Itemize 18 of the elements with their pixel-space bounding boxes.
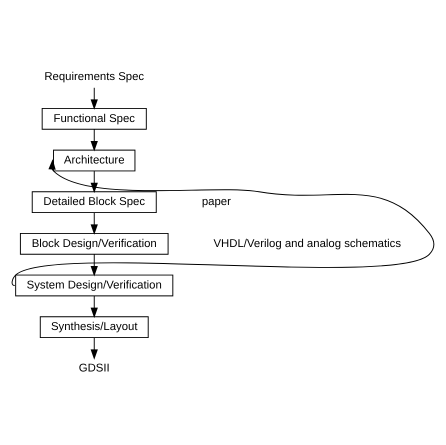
node-box: Synthesis/Layout [40, 316, 149, 338]
label: VHDL/Verilog and analog schematics [213, 237, 402, 250]
node-text: GDSII [78, 362, 110, 374]
arrow [90, 170, 98, 193]
arrow [90, 86, 98, 110]
node-box: System Design/Verification [15, 274, 174, 296]
node-text: Requirements Spec [44, 70, 144, 83]
arrow [90, 336, 98, 360]
node-box: Functional Spec [42, 107, 147, 130]
node-box: Block Design/Verification [20, 232, 169, 254]
arrow [90, 253, 98, 276]
label: paper [202, 196, 231, 208]
arrow [90, 295, 98, 318]
arrow [12, 158, 434, 286]
node-box: Architecture [53, 149, 136, 171]
arrow [90, 212, 98, 234]
arrow [90, 128, 98, 151]
node-box: Detailed Block Spec [32, 190, 157, 213]
